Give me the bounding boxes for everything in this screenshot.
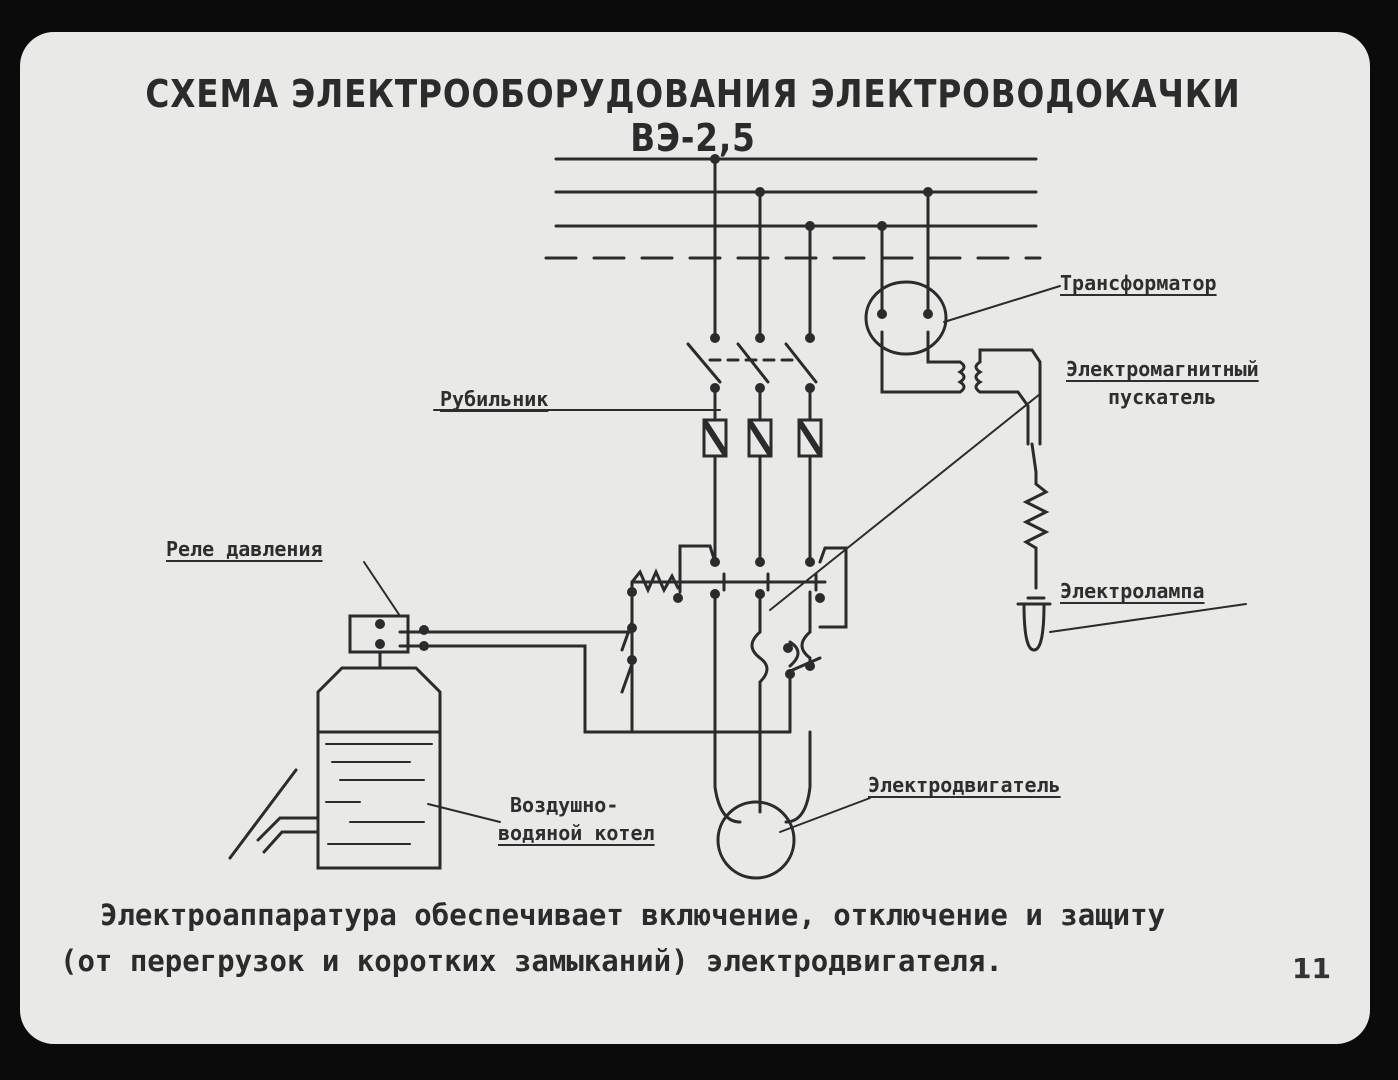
label-boiler-line2: водяной котел (498, 821, 655, 845)
diagram-title: СХЕМА ЭЛЕКТРООБОРУДОВАНИЯ ЭЛЕКТРОВОДОКАЧ… (145, 72, 1241, 160)
label-transformer: Трансформатор (1060, 271, 1217, 295)
transformer-symbol (864, 280, 948, 356)
knife-switch (686, 342, 818, 384)
caption-line-1: Электроаппаратура обеспечивает включение… (100, 898, 1166, 932)
slide: СХЕМА ЭЛЕКТРООБОРУДОВАНИЯ ЭЛЕКТРОВОДОКАЧ… (20, 32, 1370, 1044)
label-starter-line1: Электромагнитный (1066, 357, 1259, 381)
caption-line-2: (от перегрузок и коротких замыканий) эле… (60, 944, 1003, 978)
label-boiler-line1: Воздушно- (510, 793, 619, 817)
label-starter-line2: пускатель (1108, 385, 1217, 409)
label-lamp: Электролампа (1060, 579, 1205, 603)
boiler-tank (316, 666, 442, 870)
label-switch: Рубильник (440, 387, 549, 411)
label-motor: Электродвигатель (868, 773, 1061, 797)
caption: Электроаппаратура обеспечивает включение… (60, 892, 1330, 984)
motor-symbol (716, 800, 796, 880)
lamp-symbol (1022, 602, 1046, 652)
page-number: 11 (1292, 952, 1331, 985)
circuit-diagram (228, 154, 1247, 880)
label-pressure-relay: Реле давления (166, 537, 323, 561)
